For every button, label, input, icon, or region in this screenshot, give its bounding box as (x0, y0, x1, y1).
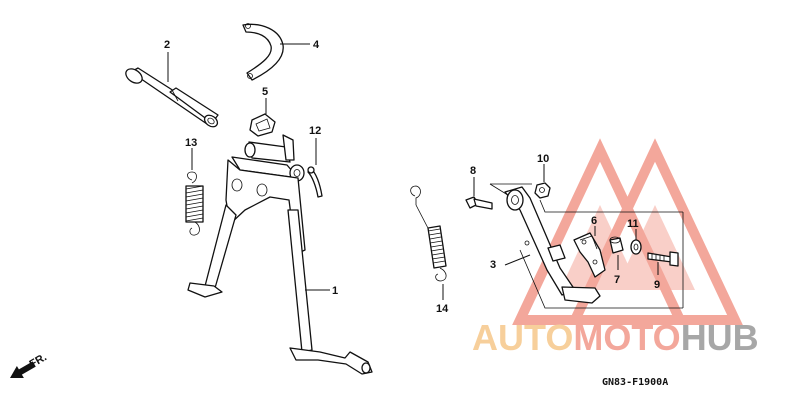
part-3-side-stand[interactable] (504, 186, 601, 304)
part-11-washer[interactable] (630, 239, 642, 255)
part-8-pivot-bolt[interactable] (465, 196, 493, 210)
watermark-moto: MOTO (573, 317, 680, 358)
front-arrow-icon (10, 361, 36, 379)
direction-label: FR. (28, 351, 49, 370)
watermark-auto: AUTO (472, 317, 573, 358)
callout-9: 9 (654, 279, 660, 291)
part-12-cotter-pin[interactable] (307, 166, 323, 198)
watermark-logo: AUTOMOTOHUB (472, 138, 759, 358)
watermark-triangle-inner-icon (560, 205, 695, 290)
part-7-collar[interactable] (609, 236, 624, 254)
callout-14: 14 (436, 303, 449, 315)
callout-11: 11 (627, 218, 639, 230)
part-2-pivot-pipe[interactable] (123, 66, 219, 129)
part-5-stand-stopper[interactable] (249, 113, 276, 137)
callout-2: 2 (164, 39, 170, 51)
part-9-bolt[interactable] (647, 251, 679, 267)
callout-6: 6 (591, 215, 597, 227)
callout-13: 13 (185, 137, 197, 149)
callout-5: 5 (262, 86, 268, 98)
callout-4: 4 (313, 39, 320, 51)
part-6-side-stand-rubber[interactable] (573, 232, 606, 278)
drawing-code: GN83-F1900A (602, 377, 668, 388)
callout-12: 12 (309, 125, 321, 137)
callout-10: 10 (537, 153, 549, 165)
part-4-stopper-bracket[interactable] (242, 23, 284, 81)
watermark-hub: HUB (681, 317, 759, 358)
assembly-outline (489, 183, 684, 309)
part-13-stand-spring[interactable] (185, 171, 204, 236)
front-direction-indicator: FR. (10, 351, 49, 379)
part-14-side-stand-spring[interactable] (410, 185, 447, 282)
callout-3: 3 (490, 259, 496, 271)
part-10-nut[interactable] (534, 182, 551, 199)
callout-8: 8 (470, 165, 476, 177)
callout-1: 1 (332, 285, 338, 297)
callout-7: 7 (614, 274, 620, 286)
watermark-text: AUTOMOTOHUB (472, 317, 759, 358)
part-1-main-stand[interactable] (187, 134, 373, 375)
watermark-triangle-icon (512, 138, 743, 325)
